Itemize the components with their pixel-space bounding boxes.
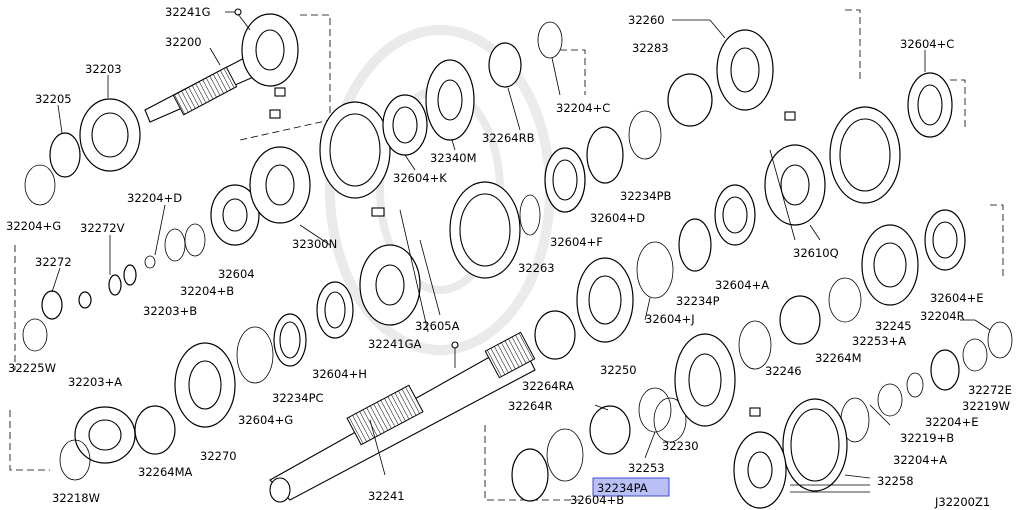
label-32241[interactable]: 32241 — [368, 489, 405, 503]
highlighted-part-box — [592, 477, 670, 497]
label-32234pa[interactable]: 32234PA — [597, 481, 648, 495]
label-32604-j[interactable]: 32604+J — [645, 312, 695, 326]
label-32219w[interactable]: 32219W — [962, 399, 1010, 413]
label-32203[interactable]: 32203 — [85, 62, 122, 76]
label-32272[interactable]: 32272 — [35, 255, 72, 269]
label-32610q[interactable]: 32610Q — [793, 246, 839, 260]
label-32264ra[interactable]: 32264RA — [522, 379, 574, 393]
label-32250[interactable]: 32250 — [600, 363, 637, 377]
label-32264m[interactable]: 32264M — [815, 351, 862, 365]
label-32340m[interactable]: 32340M — [430, 151, 477, 165]
label-32264r[interactable]: 32264R — [508, 399, 553, 413]
label-32204-c[interactable]: 32204+C — [556, 101, 610, 115]
label-32604-b[interactable]: 32604+B — [570, 493, 624, 507]
label-32604-h[interactable]: 32604+H — [312, 367, 367, 381]
label-32604-e[interactable]: 32604+E — [930, 291, 984, 305]
label-32605a[interactable]: 32605A — [415, 319, 460, 333]
label-32604-c[interactable]: 32604+C — [900, 37, 954, 51]
label-32203-b[interactable]: 32203+B — [143, 304, 197, 318]
label-32204-a[interactable]: 32204+A — [893, 453, 947, 467]
label-32218w[interactable]: 32218W — [52, 491, 100, 505]
label-32225w[interactable]: 32225W — [8, 361, 56, 375]
label-32258[interactable]: 32258 — [877, 474, 914, 488]
label-32604-a[interactable]: 32604+A — [715, 278, 769, 292]
label-32246[interactable]: 32246 — [765, 364, 802, 378]
label-32241G[interactable]: 32241G — [165, 5, 211, 19]
label-32253-a[interactable]: 32253+A — [852, 334, 906, 348]
label-32234p[interactable]: 32234P — [676, 294, 720, 308]
main-shaft[interactable] — [269, 331, 536, 503]
label-32604-g[interactable]: 32604+G — [238, 413, 293, 427]
label-32234pb[interactable]: 32234PB — [620, 189, 672, 203]
label-32205[interactable]: 32205 — [35, 92, 72, 106]
label-32264rb[interactable]: 32264RB — [482, 131, 535, 145]
label-32283[interactable]: 32283 — [632, 41, 669, 55]
label-32245[interactable]: 32245 — [875, 319, 912, 333]
label-32203-a[interactable]: 32203+A — [68, 375, 122, 389]
label-32264ma[interactable]: 32264MA — [138, 465, 193, 479]
label-32200[interactable]: 32200 — [165, 35, 202, 49]
label-32270[interactable]: 32270 — [200, 449, 237, 463]
label-32260[interactable]: 32260 — [628, 13, 665, 27]
label-32241ga[interactable]: 32241GA — [368, 337, 421, 351]
group-brackets — [9, 9, 1004, 501]
label-32219-b[interactable]: 32219+B — [900, 431, 954, 445]
label-32204-e[interactable]: 32204+E — [925, 415, 979, 429]
label-32604[interactable]: 32604 — [218, 267, 255, 281]
label-32604-f[interactable]: 32604+F — [550, 235, 603, 249]
label-32204-b[interactable]: 32204+B — [180, 284, 234, 298]
part-shapes — [22, 21, 1013, 509]
label-32604-k[interactable]: 32604+K — [393, 171, 447, 185]
label-32253[interactable]: 32253 — [628, 461, 665, 475]
leader-lines — [51, 8, 991, 493]
part-labels: 32241G 32200 32203 32205 32204+G 32204+D… — [6, 5, 1012, 509]
label-32272e[interactable]: 32272E — [968, 383, 1012, 397]
label-32604-d[interactable]: 32604+D — [590, 211, 645, 225]
label-32300n[interactable]: 32300N — [292, 237, 337, 251]
label-32263[interactable]: 32263 — [518, 261, 555, 275]
label-32204r[interactable]: 32204R — [920, 309, 965, 323]
label-32204-d[interactable]: 32204+D — [127, 191, 182, 205]
diagram-code: J32200Z1 — [934, 495, 990, 509]
label-32230[interactable]: 32230 — [662, 439, 699, 453]
label-32204-g[interactable]: 32204+G — [6, 219, 61, 233]
label-32272v[interactable]: 32272V — [80, 221, 125, 235]
label-32234pc[interactable]: 32234PC — [272, 391, 324, 405]
input-shaft[interactable] — [144, 13, 299, 123]
